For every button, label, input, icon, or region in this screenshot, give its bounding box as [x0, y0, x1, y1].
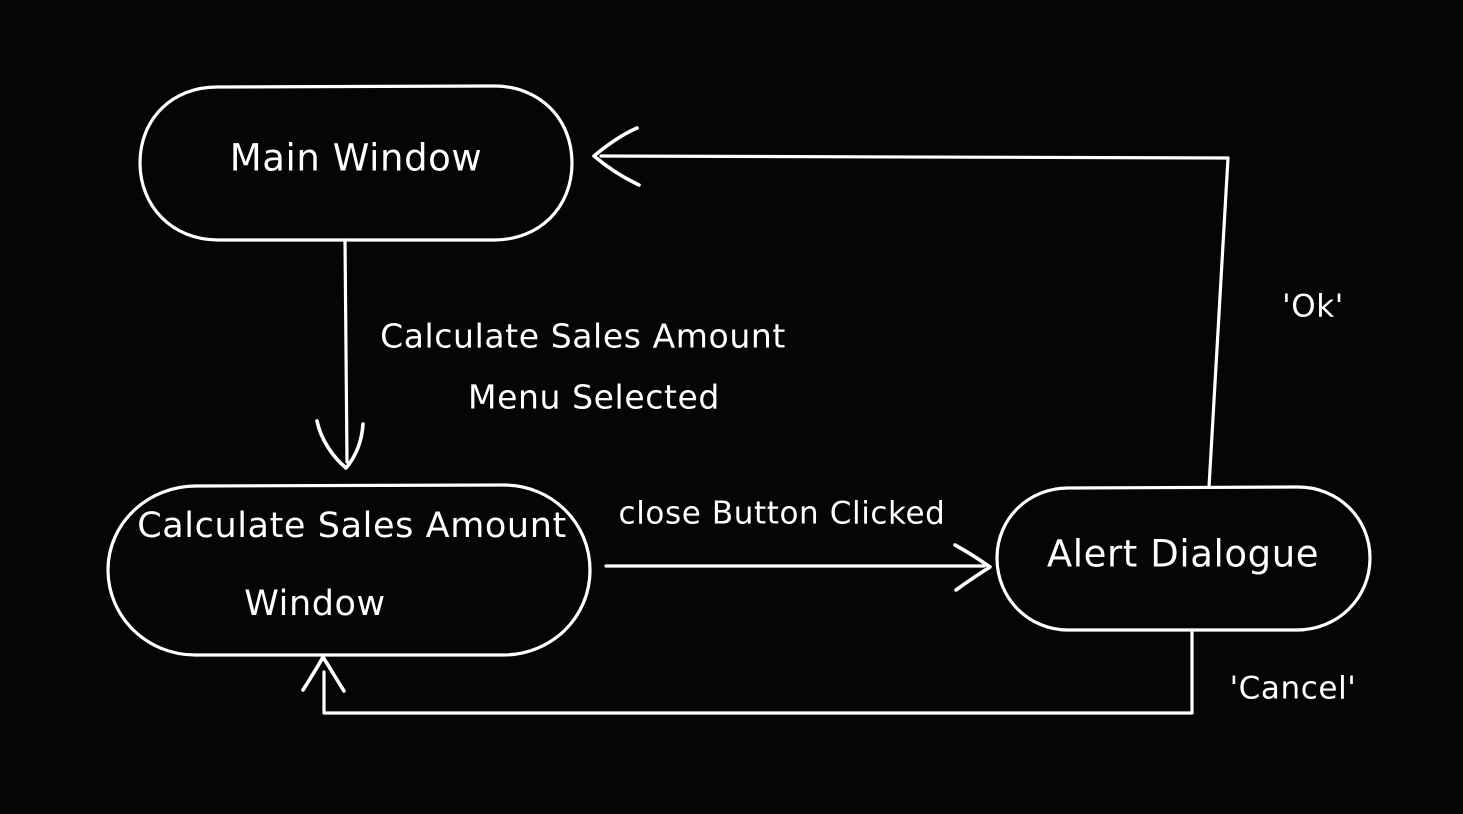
cancel-arrowhead [301, 655, 346, 693]
menu-selected-label-line2: Menu Selected [468, 378, 720, 417]
edge-calculate-sales-amount-menu-selected[interactable]: Calculate Sales Amount Menu Selected [315, 238, 786, 470]
node-alert-dialogue[interactable]: Alert Dialogue [995, 485, 1372, 632]
calculate-window-outline [106, 483, 592, 657]
node-calculate-sales-amount-window[interactable]: Calculate Sales Amount Window [106, 483, 592, 657]
menu-selected-edge-line [343, 238, 349, 464]
menu-selected-arrowhead [315, 419, 365, 470]
main-window-outline [138, 84, 574, 242]
edge-ok[interactable]: 'Ok' [592, 126, 1344, 489]
alert-dialogue-outline [995, 485, 1372, 632]
ok-label: 'Ok' [1282, 289, 1344, 325]
alert-dialogue-label: Alert Dialogue [1047, 533, 1319, 576]
ok-arrowhead [592, 126, 641, 187]
menu-selected-label-line1: Calculate Sales Amount [380, 317, 786, 356]
calculate-window-label-line1: Calculate Sales Amount [137, 506, 567, 546]
cancel-edge-line [322, 628, 1194, 715]
cancel-label: 'Cancel' [1230, 671, 1357, 707]
main-window-label: Main Window [230, 137, 483, 180]
close-button-clicked-label: close Button Clicked [619, 496, 946, 532]
close-button-arrowhead [953, 543, 992, 592]
edge-close-button-clicked[interactable]: close Button Clicked [604, 496, 992, 592]
calculate-window-label-line2: Window [244, 584, 386, 624]
ok-edge-line [599, 154, 1230, 489]
node-main-window[interactable]: Main Window [138, 84, 574, 242]
edge-cancel[interactable]: 'Cancel' [301, 628, 1357, 715]
